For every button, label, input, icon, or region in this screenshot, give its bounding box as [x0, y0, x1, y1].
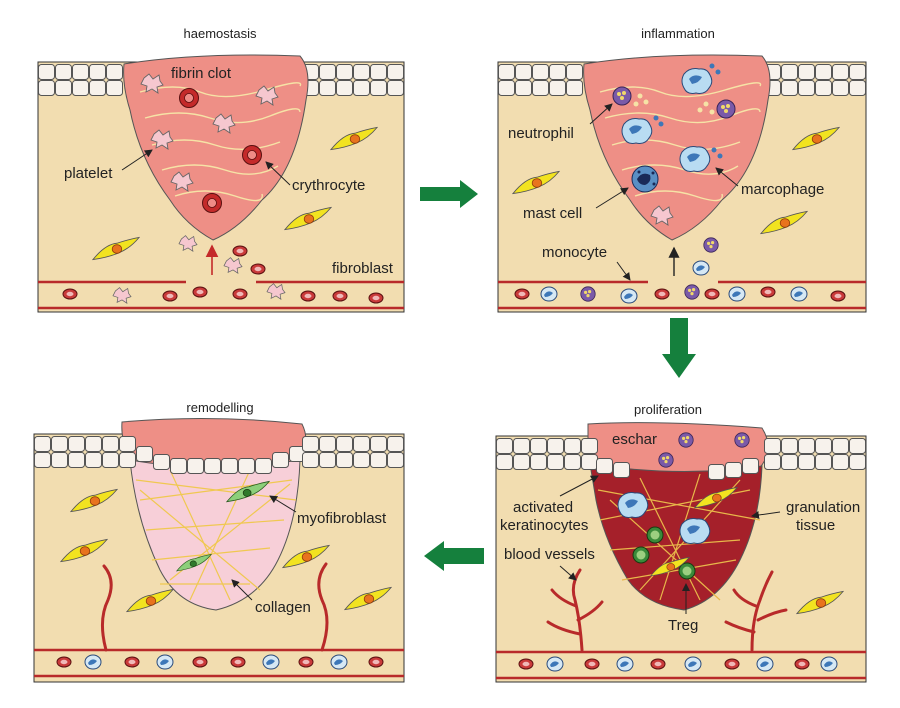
label-treg: Treg [668, 617, 698, 634]
arrow-to-inflammation [420, 180, 478, 208]
arrow-to-proliferation [662, 318, 696, 378]
label-keratinocytes: keratinocytes [500, 517, 588, 534]
blood-vessel [34, 648, 404, 678]
erythrocyte-cell [179, 88, 199, 108]
label-myofibroblast: myofibroblast [297, 510, 387, 527]
neutrophil-cell [612, 86, 632, 106]
treg-cell [632, 546, 650, 564]
erythrocyte-cell [250, 263, 266, 275]
panel-haemostasis: haemostasis [37, 26, 405, 313]
panel-title: haemostasis [184, 26, 257, 41]
blood-vessel [498, 280, 866, 310]
label-macrophage: marcophage [741, 181, 824, 198]
label-blood-vessels: blood vessels [504, 546, 595, 563]
blood-vessel-branch [101, 562, 329, 652]
treg-cell [646, 526, 664, 544]
neutrophil-cell [678, 432, 694, 448]
mast-cell [631, 165, 659, 193]
monocyte-cell [692, 260, 710, 276]
panel-title: proliferation [634, 402, 702, 417]
label-activated: activated [513, 499, 573, 516]
neutrophil-cell [658, 452, 674, 468]
macrophage-cell [617, 492, 649, 518]
macrophage-cell [681, 68, 713, 94]
panel-remodelling: remodelling [33, 400, 405, 683]
label-fibroblast: fibroblast [332, 260, 394, 277]
macrophage-cell [679, 518, 711, 544]
label-monocyte: monocyte [542, 244, 607, 261]
erythrocyte-cell [202, 193, 222, 213]
erythrocyte-cell [232, 245, 248, 257]
arrow-to-remodelling [424, 541, 484, 571]
label-eschar: eschar [612, 431, 657, 448]
panel-inflammation: inflammation [497, 26, 867, 313]
blood-vessel [38, 280, 404, 310]
panel-proliferation: proliferation [495, 402, 867, 683]
label-granulation: granulation [786, 499, 860, 516]
label-neutrophil: neutrophil [508, 125, 574, 142]
neutrophil-cell [716, 99, 736, 119]
erythrocyte-cell [242, 145, 262, 165]
blood-vessel [496, 650, 866, 680]
macrophage-cell [679, 146, 711, 172]
blood-vessel-branch [546, 568, 788, 652]
label-mast-cell: mast cell [523, 205, 582, 222]
neutrophil-cell [684, 284, 700, 300]
macrophage-cell [621, 118, 653, 144]
label-tissue: tissue [796, 517, 835, 534]
panel-title: remodelling [186, 400, 253, 415]
label-platelet: platelet [64, 165, 113, 182]
label-fibrin-clot: fibrin clot [171, 65, 232, 82]
label-collagen: collagen [255, 599, 311, 616]
neutrophil-cell [703, 237, 719, 253]
label-erythrocyte: crythrocyte [292, 177, 365, 194]
panel-title: inflammation [641, 26, 715, 41]
neutrophil-cell [734, 432, 750, 448]
